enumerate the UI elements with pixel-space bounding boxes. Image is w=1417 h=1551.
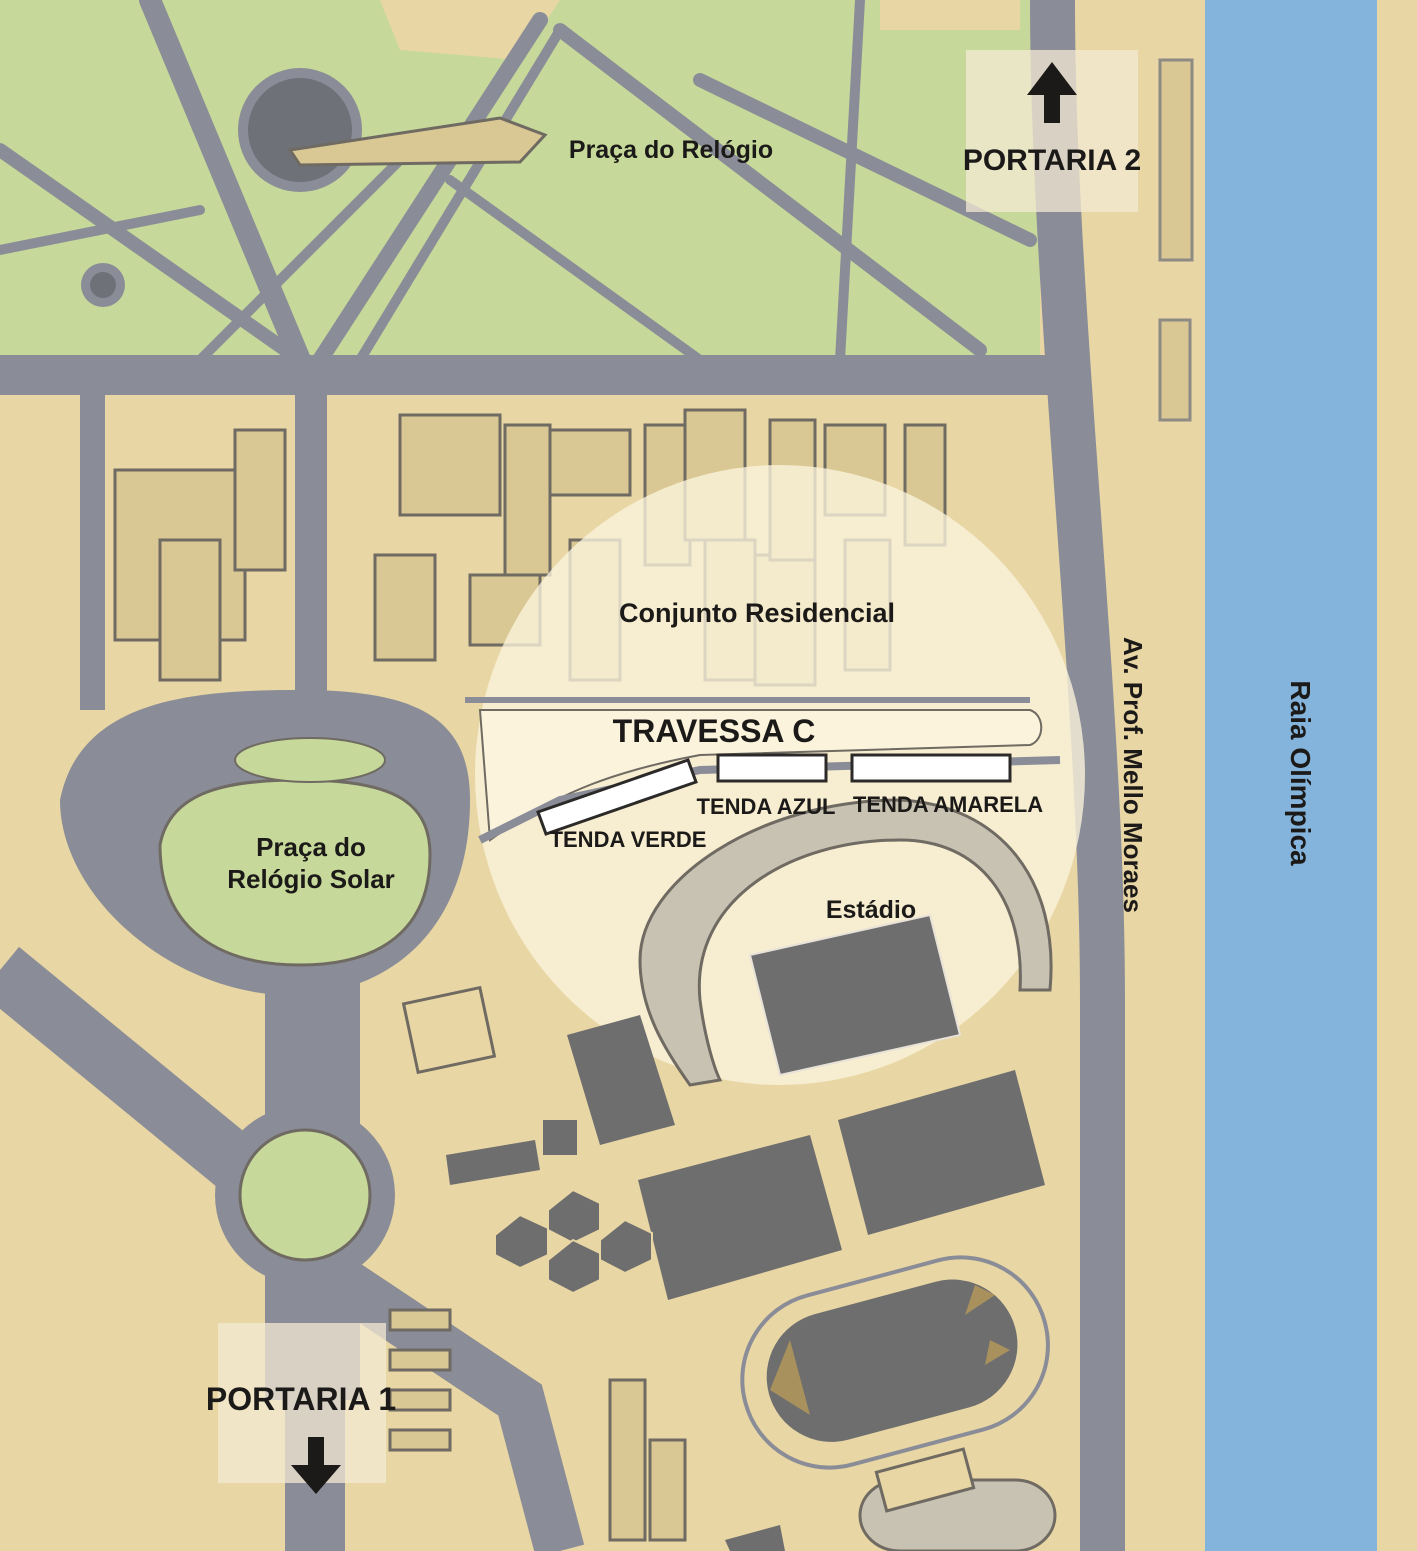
hex-pavilion <box>494 1188 653 1295</box>
conjunto-residencial-label: Conjunto Residencial <box>619 598 895 628</box>
sports-courts <box>446 1015 1045 1551</box>
tenda-amarela-tent[interactable] <box>850 753 1012 783</box>
raia-olimpica-label: Raia Olímpica <box>1285 680 1316 866</box>
arrow-down-icon <box>291 1437 341 1494</box>
portaria-1-panel <box>218 1323 386 1483</box>
park-paths <box>0 0 1037 371</box>
praca-relogio-solar-label-line2: Relógio Solar <box>227 864 395 894</box>
tenda-azul-tent[interactable] <box>716 753 828 783</box>
main-east-west-road <box>0 355 1060 395</box>
portaria-2-label[interactable]: PORTARIA 2 <box>963 144 1141 177</box>
travessa-c-label: TRAVESSA C <box>613 713 816 749</box>
portaria-1-label[interactable]: PORTARIA 1 <box>206 1381 396 1417</box>
tenda-amarela-label[interactable]: TENDA AMARELA <box>853 792 1043 817</box>
tenda-verde-label[interactable]: TENDA VERDE <box>550 827 707 852</box>
stadium-field <box>748 913 962 1077</box>
stadium[interactable] <box>638 798 1053 1087</box>
raia-olimpica-water <box>1205 0 1377 1551</box>
running-track <box>740 1255 1050 1470</box>
tenda-verde-tent[interactable] <box>536 758 698 836</box>
arrow-up-icon <box>1027 62 1077 123</box>
praca-relogio-solar-green <box>158 778 432 967</box>
estadio-label: Estádio <box>826 896 916 924</box>
clock-building <box>287 116 548 167</box>
avenida-label: Av. Prof. Mello Moraes <box>1118 637 1148 913</box>
tenda-azul-label[interactable]: TENDA AZUL <box>697 794 836 819</box>
praca-relogio-label: Praça do Relógio <box>569 136 773 164</box>
praca-relogio-solar-label-line1: Praça do <box>256 832 366 862</box>
